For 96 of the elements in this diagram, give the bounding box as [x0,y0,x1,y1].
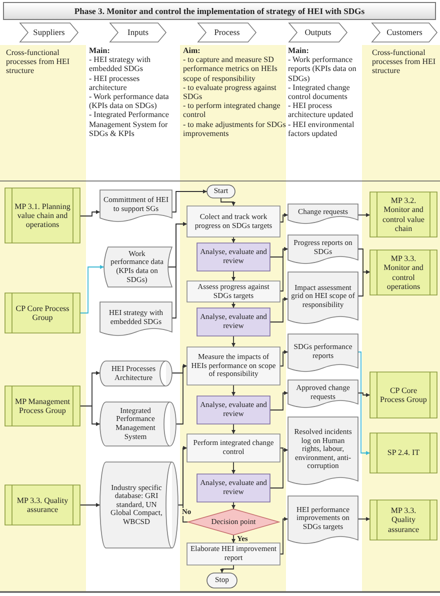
subprocess-box [5,293,80,333]
node-text: Process [214,28,240,38]
description-text: - Integrated Performance Management System for SDGs & KPIs [89,110,170,138]
description-text: - HEI process architecture updated [288,101,354,120]
arrow [280,246,288,292]
arrow [231,462,236,474]
process-box [187,347,280,385]
description-text: - HEI strategy with embedded SDGs [89,55,152,74]
document-shape [100,302,172,338]
column-heading: Main: [288,46,310,56]
node-text: Suppliers [33,28,65,38]
subprocess-box [5,188,80,243]
node-text: CP Core Process Group [379,386,428,404]
node-text: MP 3.3. Quality assurance [16,496,70,514]
node-text: CP Core Process Group [14,304,70,322]
description-text: - to make adjustments for SDGs improvements [183,120,287,138]
description-text: - Work performance reports (KPIs data on SDGs) [288,55,358,83]
arrow [182,446,188,522]
arrow [231,384,236,396]
description-text: - HEI processes architecture [89,74,141,92]
arrow [358,270,370,296]
document-shape [288,417,358,487]
review-box [197,474,270,502]
arrow [231,502,236,510]
database-cylinder [100,402,176,446]
description-text: - to capture and measure SD performance metrics on HEIs scope of responsibility [183,55,278,83]
subprocess-box [370,372,437,418]
document-shape [288,334,358,374]
arrow [358,516,370,522]
document-shape [100,190,172,224]
node-text: Outputs [304,28,332,38]
node-text: MP 3.3. Monitor and control operations [382,254,424,291]
database-cylinder [100,462,178,548]
chevron-header [372,23,437,42]
document-shape [288,496,358,546]
arrow [176,364,188,424]
process-box [187,206,280,237]
arrow [270,448,288,488]
arrow [358,352,370,456]
document-shape [288,204,358,226]
subprocess-box [370,192,437,237]
document-shape [288,272,358,326]
subprocess-box [5,386,80,426]
arrow [80,502,100,508]
arrow [220,198,236,206]
column-heading: Main: [89,46,111,56]
arrow [172,189,208,212]
arrow [280,350,288,366]
node-text: Inputs [128,28,148,38]
process-box [187,281,280,302]
node-text: MP 3.3. Quality assurance [386,506,420,534]
description-text: - to evaluate progress against SDGs [183,82,278,102]
chevron-header [110,23,166,42]
description-text: - Work performance data (KPIs data on SDGs) [89,92,170,110]
subprocess-box [370,500,437,540]
description-text: - to perform integrated change control [183,101,282,120]
database-cylinder [100,361,172,386]
node-text: MP 3.1. Planning value chain and operations [14,202,71,230]
arrow [358,392,370,398]
arrow [358,212,370,218]
arrow [231,336,236,348]
process-box [187,434,280,462]
arrow [280,212,288,222]
arrow [270,390,288,410]
chevron-header [198,23,256,42]
arrow [231,534,236,544]
arrow [231,270,236,282]
description-text: Cross-functional processes from HEI structure [6,48,71,76]
review-box [197,308,270,336]
arrow [220,564,234,574]
description-text: Cross-functional processes from HEI structure [372,48,437,76]
node-text: MP 3.2. Monitor and control value chain [382,196,426,233]
description-text: - Integrated change control documents [288,82,351,102]
arrow [172,222,188,318]
node-text: MP Management Process Group [14,396,71,416]
subprocess-box [5,485,80,525]
arrow [80,210,100,216]
arrow [231,424,236,434]
document-shape [288,380,358,410]
node-text: SP 2.4. IT [387,448,420,458]
arrow [80,264,104,314]
arrow [270,296,288,322]
subprocess-box [370,250,437,295]
document-shape [288,235,358,266]
review-box [197,396,270,424]
subprocess-box [370,433,437,473]
column-heading: Aim: [183,46,202,56]
title-banner: Phase 3. Monitor and control the implementation of strategy of HEI with SDGs [3,2,436,20]
description-text: - HEI environmental factors updated [288,120,356,138]
chevron-header [20,23,78,42]
chevron-header [289,23,347,42]
review-box [197,243,270,271]
arrow [231,302,236,308]
node-text: Customers [386,28,422,38]
arrow [231,236,236,244]
arrow [280,516,288,554]
